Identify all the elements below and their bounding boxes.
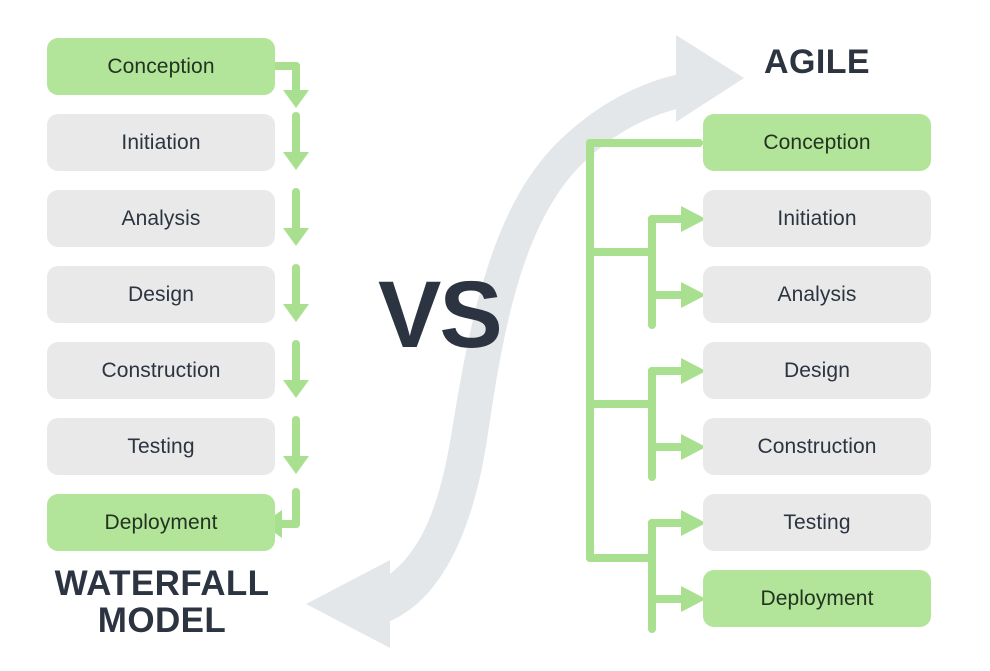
agile-phase-conception[interactable]: Conception [703,114,931,171]
agile-branch-pair-3 [648,510,706,633]
agile-model-title: AGILE [764,43,870,81]
waterfall-model-title: WATERFALL MODEL [12,565,312,639]
waterfall-connector-1 [283,112,309,170]
waterfall-phase-initiation[interactable]: Initiation [47,114,275,171]
waterfall-phase-label: Initiation [121,130,201,154]
waterfall-connector-5 [283,416,309,474]
waterfall-phase-label: Design [128,282,194,306]
waterfall-phase-analysis[interactable]: Analysis [47,190,275,247]
agile-phase-label: Conception [763,130,871,154]
waterfall-phase-construction[interactable]: Construction [47,342,275,399]
waterfall-model-title-line2: MODEL [97,601,227,641]
waterfall-phase-label: Analysis [121,206,201,230]
agile-phase-label: Design [784,358,850,382]
arrowhead-to-waterfall [306,560,390,648]
agile-phase-label: Initiation [777,206,857,230]
waterfall-phase-label: Conception [107,54,215,78]
agile-phase-construction[interactable]: Construction [703,418,931,475]
waterfall-phase-design[interactable]: Design [47,266,275,323]
waterfall-phase-deployment[interactable]: Deployment [47,494,275,551]
waterfall-phase-label: Testing [127,434,195,458]
waterfall-phase-label: Deployment [104,510,218,534]
waterfall-connector-top [272,62,309,108]
agile-phase-design[interactable]: Design [703,342,931,399]
waterfall-connector-3 [283,264,309,322]
versus-label: VS [378,262,503,368]
agile-phase-label: Deployment [760,586,874,610]
agile-phase-label: Analysis [777,282,857,306]
waterfall-connector-4 [283,340,309,398]
agile-phase-label: Testing [783,510,851,534]
waterfall-connector-2 [283,188,309,246]
agile-phase-initiation[interactable]: Initiation [703,190,931,247]
agile-phase-testing[interactable]: Testing [703,494,931,551]
agile-branch-pair-2 [648,358,706,481]
agile-trunk [586,139,703,562]
waterfall-phase-label: Construction [101,358,221,382]
agile-phase-analysis[interactable]: Analysis [703,266,931,323]
waterfall-phase-testing[interactable]: Testing [47,418,275,475]
waterfall-phase-conception[interactable]: Conception [47,38,275,95]
waterfall-model-title-line1: WATERFALL [54,564,270,603]
agile-phase-deployment[interactable]: Deployment [703,570,931,627]
agile-branch-pair-1 [648,206,706,329]
agile-phase-label: Construction [757,434,877,458]
